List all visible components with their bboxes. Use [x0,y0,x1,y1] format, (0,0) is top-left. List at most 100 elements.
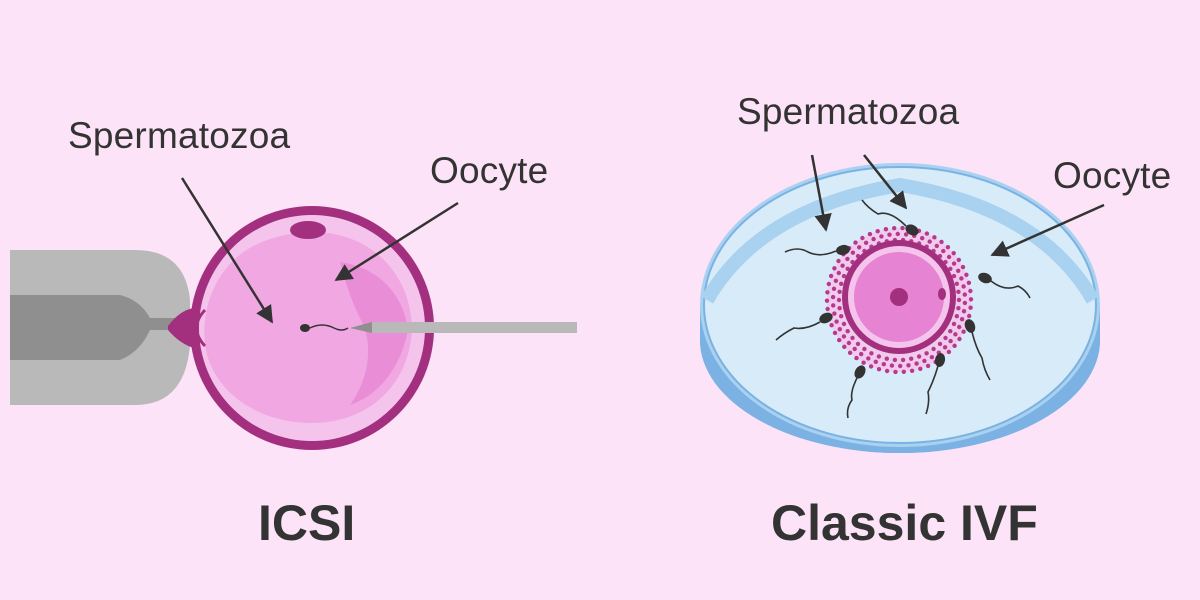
cumulus-dot [946,349,952,355]
cumulus-dot [857,245,862,250]
cumulus-dot [898,363,903,369]
cumulus-dot [916,354,922,359]
cumulus-dot [850,335,855,341]
cumulus-dot [961,329,966,334]
cumulus-dot [839,314,844,319]
cumulus-dot [845,329,850,334]
ivf-oocyte-arrow [990,203,1105,257]
ivf-sperm [861,199,919,236]
cumulus-dot [889,363,895,368]
ivf-panel [700,154,1105,453]
ivf-spermatozoa-arrow-1 [810,154,832,232]
cumulus-dot [881,362,886,367]
cumulus-dot [853,240,858,245]
cumulus-dot [948,329,953,334]
cumulus-dot [837,306,842,311]
cumulus-dot [901,369,906,374]
cumulus-dot [951,251,956,256]
icsi-sperm [300,324,349,332]
cumulus-dot [854,355,859,361]
cumulus-dot [951,261,957,266]
cumulus-dot [892,226,897,231]
cumulus-dot [893,369,898,375]
cumulus-dot [828,273,834,279]
cumulus-dot [855,341,861,347]
cumulus-dot [863,240,869,245]
cumulus-dot [884,368,890,374]
cumulus-dot [876,367,882,372]
cumulus-dot [937,341,943,347]
icsi-oocyte [168,206,434,450]
cumulus-dot [841,321,847,327]
cumulus-dot [934,243,939,249]
cumulus-dot [836,297,842,303]
cumulus-dot [892,357,898,363]
cumulus-dot [834,319,839,324]
cumulus-dot [900,225,905,231]
cumulus-dot [875,229,880,234]
cumulus-dot [929,355,935,360]
cumulus-dot [920,236,925,241]
cumulus-dot [956,289,961,294]
cumulus-dot [837,337,842,343]
cumulus-dot [954,281,959,286]
cumulus-dot [861,360,866,365]
cumulus-dot [839,281,844,286]
cumulus-dot [846,340,852,346]
cumulus-dot [883,227,889,232]
ivf-title: Classic IVF [771,495,1038,551]
icsi-oocyte-label: Oocyte [430,150,549,191]
cumulus-dot [956,306,961,311]
cumulus-dot [948,266,953,271]
cumulus-dot [869,351,874,356]
cumulus-dot [946,254,952,260]
cumulus-dot [964,272,969,277]
cumulus-dot [914,361,919,366]
cumulus-dot [927,239,932,244]
cumulus-dot [895,231,900,237]
cumulus-dot [909,368,915,373]
cumulus-dot [951,273,957,279]
cumulus-dot [867,231,873,237]
cumulus-dot [956,268,961,273]
cumulus-dot [956,297,962,303]
cumulus-dot [845,256,850,262]
cumulus-dot [862,346,867,352]
nucleus [890,288,908,306]
cumulus-dot [906,363,911,368]
cumulus-dot [831,286,837,291]
cumulus-dot [837,289,842,294]
cumulus-dot [842,344,847,349]
cumulus-dot [879,234,884,239]
cumulus-dot [962,300,968,306]
cumulus-dot [825,306,830,312]
cumulus-dot [959,317,965,322]
cumulus-dot [925,363,931,369]
cumulus-dot [884,356,889,361]
cumulus-dot [932,235,937,240]
ivf-sperm [784,244,850,256]
cumulus-dot [924,351,929,356]
icsi-panel [10,177,577,450]
cumulus-dot [956,257,961,263]
icsi-oocyte-arrow [334,201,459,282]
ivf-oocyte-label: Oocyte [1053,155,1172,196]
cumulus-dot [859,351,864,357]
cumulus-dot [833,278,839,283]
cumulus-dot [832,330,838,336]
cumulus-dot [860,235,865,241]
cumulus-dot [945,245,951,250]
ivf-oocyte [842,240,956,354]
cumulus-dot [825,290,830,295]
ivf-spermatozoa-arrow-2 [863,154,908,210]
cumulus-dot [824,298,830,303]
cumulus-dot [967,313,972,319]
cumulus-dot [966,280,972,285]
cumulus-dot [968,305,973,310]
cumulus-dot [968,288,973,294]
cumulus-dot [951,321,957,327]
cumulus-dot [918,366,923,371]
ivf-sperm [964,319,991,381]
cumulus-dot [837,327,842,332]
cumulus-dot [939,239,944,245]
